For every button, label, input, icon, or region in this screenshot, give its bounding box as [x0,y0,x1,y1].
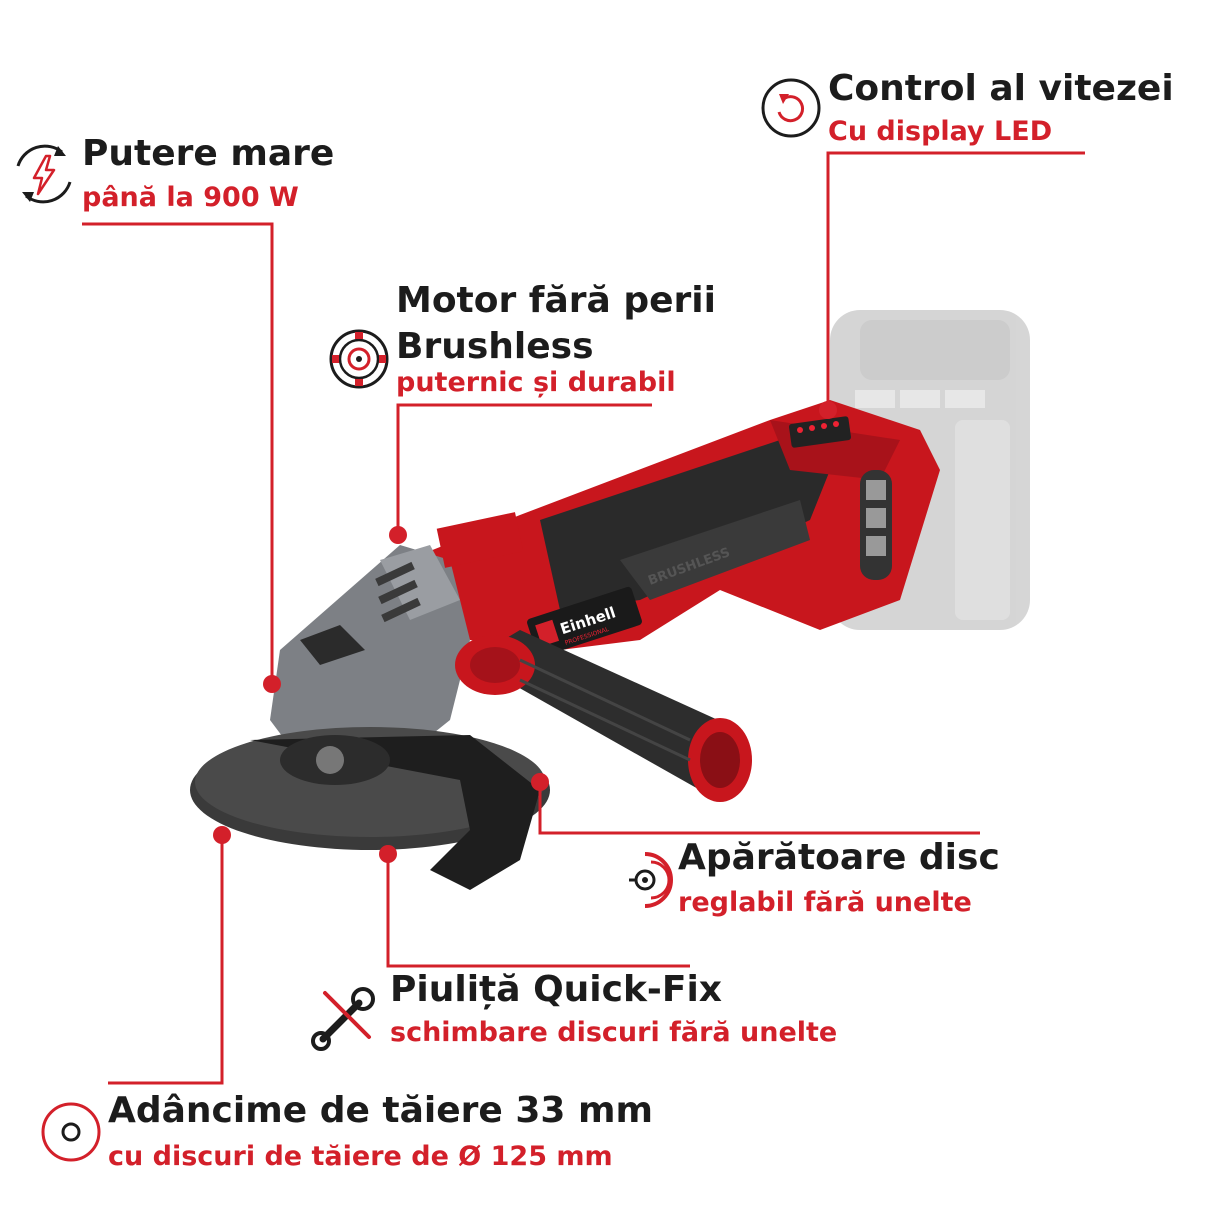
wrench-crossed-icon [311,987,375,1051]
depth-subtitle: cu discuri de tăiere de Ø 125 mm [108,1141,613,1172]
disc-guard-icon [629,852,673,908]
guard-title: Apărătoare disc [678,837,1000,878]
motor-subtitle: puternic și durabil [396,367,676,398]
speed-subtitle: Cu display LED [828,116,1053,147]
gear-head [270,512,524,760]
depth-title: Adâncime de tăiere 33 mm [108,1090,654,1131]
power-subtitle: până la 900 W [82,182,299,213]
guard-subtitle: reglabil fără unelte [678,887,972,918]
brushless-motor-icon [329,329,389,389]
motor-title-line2: Brushless [396,326,594,367]
motor-title-line1: Motor fără perii [396,280,716,321]
side-handle [455,630,752,802]
lightning-cycle-icon [16,144,72,204]
cutting-disc-icon [41,1102,101,1162]
speed-rotate-icon [761,78,821,138]
nut-title: Piuliță Quick-Fix [390,969,723,1010]
grinder-body: Einhell PROFESSIONAL BRUSHLESS [420,400,940,657]
cutting-disc [190,727,550,890]
callout-lines [82,151,1085,1085]
callout-dots [213,401,837,863]
speed-title: Control al vitezei [828,68,1174,109]
nut-subtitle: schimbare discuri fără unelte [390,1017,838,1048]
power-title: Putere mare [82,133,335,174]
